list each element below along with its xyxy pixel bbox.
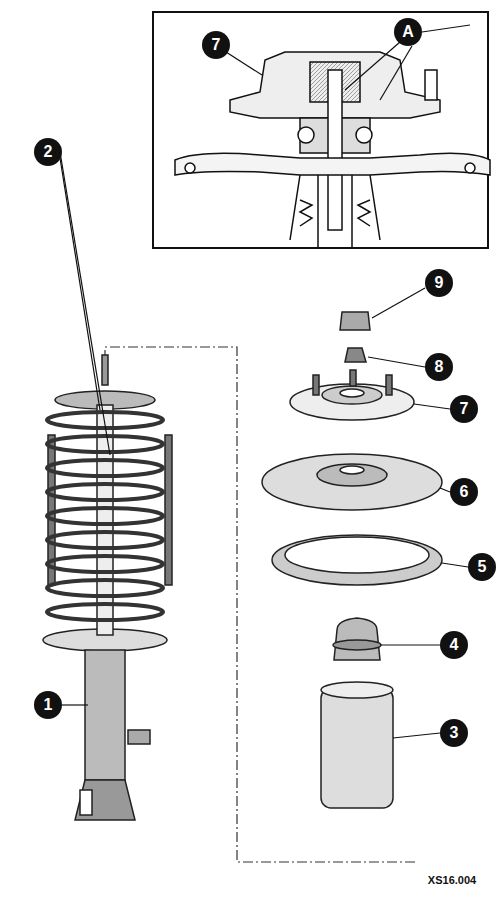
spring-coil <box>47 604 163 620</box>
callout-number: 3 <box>450 725 459 741</box>
callout-number: 4 <box>450 637 459 653</box>
figure-code: XS16.004 <box>428 875 476 886</box>
spring-coil <box>47 580 163 596</box>
callout-number: 7 <box>460 401 469 417</box>
callout-number: 8 <box>435 359 444 375</box>
spring-coil <box>47 556 163 572</box>
spring-coil <box>47 508 163 524</box>
spring-coil <box>47 484 163 500</box>
callout-number: 5 <box>478 559 487 575</box>
callout-number: 7 <box>212 37 221 53</box>
spring-coil <box>47 436 163 452</box>
callout-number: A <box>402 24 414 40</box>
callout-number: 9 <box>435 275 444 291</box>
callout-number: 1 <box>44 697 53 713</box>
callout-number: 2 <box>44 144 53 160</box>
callout-number: 6 <box>460 484 469 500</box>
spring-coil <box>47 532 163 548</box>
spring-coil <box>47 460 163 476</box>
